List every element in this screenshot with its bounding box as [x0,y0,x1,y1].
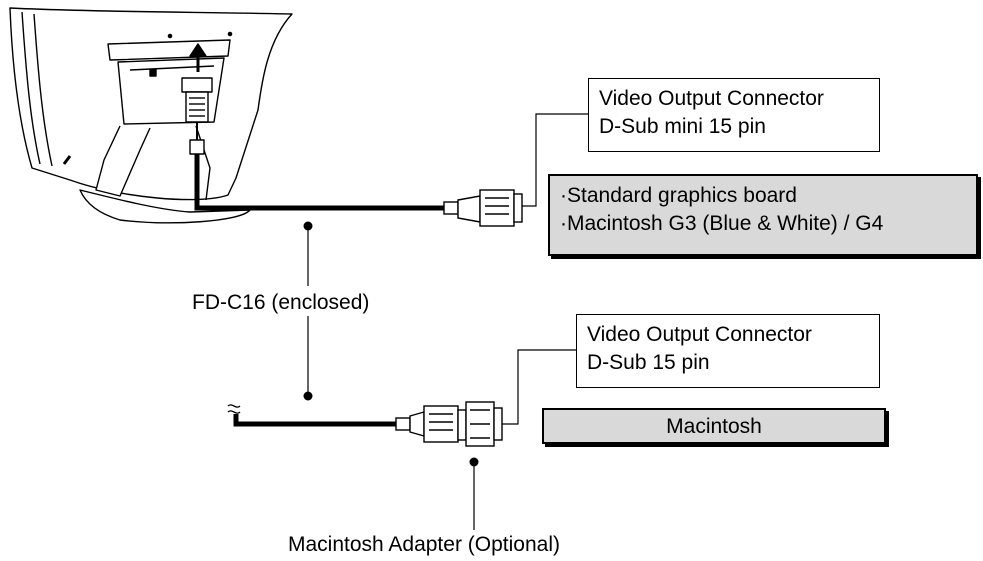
cable-pointer-dot-top [303,221,313,231]
connector-1-type: D-Sub mini 15 pin [599,115,766,138]
connector-1-title: Video Output Connector [599,87,824,110]
connector-2-type: D-Sub 15 pin [587,351,710,374]
video-output-connector-box-1: Video Output Connector D-Sub mini 15 pin [588,78,880,152]
leader-lines [307,113,588,530]
cable-to-adapter [227,404,396,427]
dsub-mini-connector-illustration [443,189,523,227]
macintosh-adapter-illustration [395,401,503,447]
computer-item-macintosh: Macintosh [666,415,762,438]
computer-item-standard: ·Standard graphics board [560,184,797,207]
adapter-pointer-dot [469,457,479,467]
cable-fd-c16 [194,122,444,211]
compatible-computers-box-1: ·Standard graphics board ·Macintosh G3 (… [548,174,978,256]
connector-2-title: Video Output Connector [587,323,812,346]
video-output-connector-box-2: Video Output Connector D-Sub 15 pin [576,314,880,388]
monitor-illustration [9,7,293,224]
adapter-label: Macintosh Adapter (Optional) [288,533,560,556]
compatible-computers-box-2: Macintosh [542,408,886,444]
cable-pointer-dot-bottom [303,391,313,401]
cable-label: FD-C16 (enclosed) [192,291,370,314]
computer-item-macintosh-g3-g4: ·Macintosh G3 (Blue & White) / G4 [560,212,884,235]
